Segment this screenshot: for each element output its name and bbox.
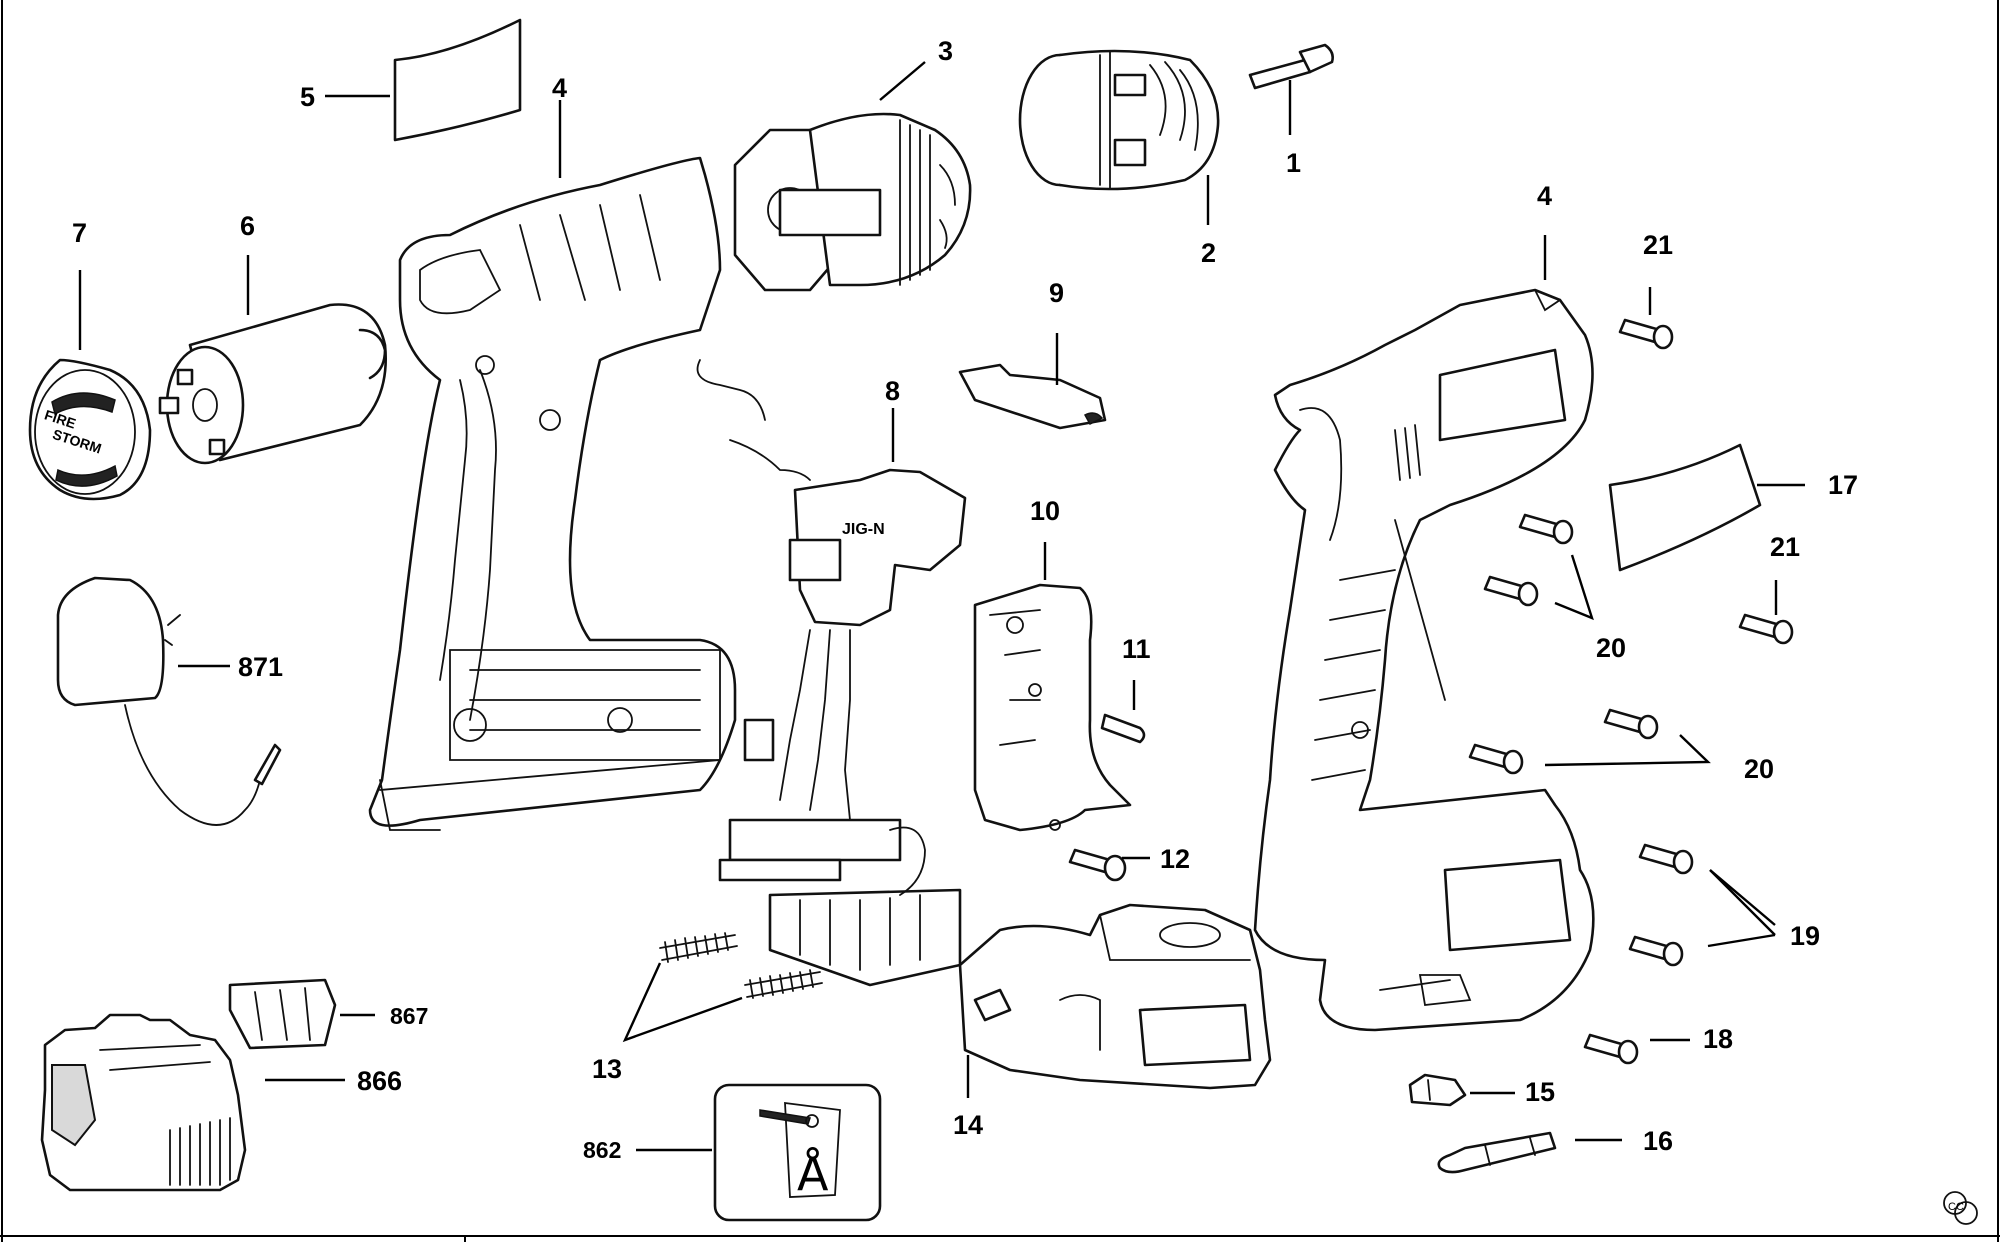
leader-lines [78, 61, 1805, 1152]
part-1-screw [1248, 43, 1334, 90]
part-19-screw-a [1638, 843, 1694, 875]
callout-19: 19 [1790, 921, 1820, 951]
callout-2: 2 [1201, 238, 1216, 268]
part-5-label-plate [393, 18, 522, 142]
part-14-battery-base [958, 903, 1272, 1090]
callout-17: 17 [1828, 470, 1858, 500]
part-866-battery [40, 1013, 247, 1192]
callout-7: 7 [72, 218, 87, 248]
part-12-screw [1068, 848, 1127, 882]
part-20-screw-d [1468, 743, 1524, 775]
part-2-chuck [1018, 49, 1220, 191]
part-21-screw-right [1738, 613, 1794, 645]
part-7-end-cap: FIRE STORM [28, 358, 152, 501]
corner-mark-text: CC [1948, 1201, 1964, 1213]
callout-18: 18 [1703, 1024, 1733, 1054]
part-4-right-housing [1253, 288, 1595, 1032]
callout-20-lower: 20 [1744, 754, 1774, 784]
part-19-screw-b [1628, 935, 1684, 967]
callout-862: 862 [583, 1137, 621, 1163]
part-15-clip [1408, 1073, 1467, 1107]
part-4-left-housing [368, 156, 737, 831]
corner-mark: CC [1943, 1191, 1978, 1225]
callout-12: 12 [1160, 844, 1190, 874]
part-13-springs [659, 932, 823, 999]
part-9-clip [958, 363, 1107, 430]
part-8-switch: JIG-N [696, 359, 967, 987]
callout-3: 3 [938, 36, 953, 66]
callout-14: 14 [953, 1110, 983, 1140]
part-18-screw [1583, 1033, 1639, 1065]
callout-866: 866 [357, 1066, 402, 1096]
callout-1: 1 [1286, 148, 1301, 178]
switch-marking: JIG-N [842, 521, 885, 538]
callout-21-right: 21 [1770, 532, 1800, 562]
callout-13: 13 [592, 1054, 622, 1084]
part-6-motor [158, 303, 387, 465]
part-17-side-plate [1608, 443, 1762, 572]
callout-labels: 5 4 3 1 2 7 6 871 8 9 10 11 12 13 14 862… [72, 36, 1858, 1163]
callout-6: 6 [240, 211, 255, 241]
callout-9: 9 [1049, 278, 1064, 308]
callout-20-upper: 20 [1596, 633, 1626, 663]
callout-8: 8 [885, 376, 900, 406]
part-16-bit [1437, 1131, 1557, 1174]
part-20-screw-b [1483, 575, 1539, 607]
callout-871: 871 [238, 652, 283, 682]
notice-symbol: Å [797, 1147, 829, 1201]
callout-4-right: 4 [1537, 181, 1552, 211]
callout-10: 10 [1030, 496, 1060, 526]
callout-16: 16 [1643, 1126, 1673, 1156]
callout-5: 5 [300, 82, 315, 112]
part-862-notice-card: Å [713, 1083, 882, 1222]
part-3-gearbox [733, 112, 972, 292]
part-20-screw-c [1603, 708, 1659, 740]
part-11-screw [1100, 713, 1146, 744]
part-20-screw-a [1518, 513, 1574, 545]
callout-21-top: 21 [1643, 230, 1673, 260]
callout-4-left: 4 [552, 73, 567, 103]
part-21-screw-top [1618, 318, 1674, 350]
part-867-contact-block [228, 978, 337, 1050]
callout-15: 15 [1525, 1077, 1555, 1107]
callout-867: 867 [390, 1003, 428, 1029]
part-871-charger [56, 576, 282, 826]
part-10-side-cover [973, 583, 1132, 832]
callout-11: 11 [1122, 634, 1151, 664]
